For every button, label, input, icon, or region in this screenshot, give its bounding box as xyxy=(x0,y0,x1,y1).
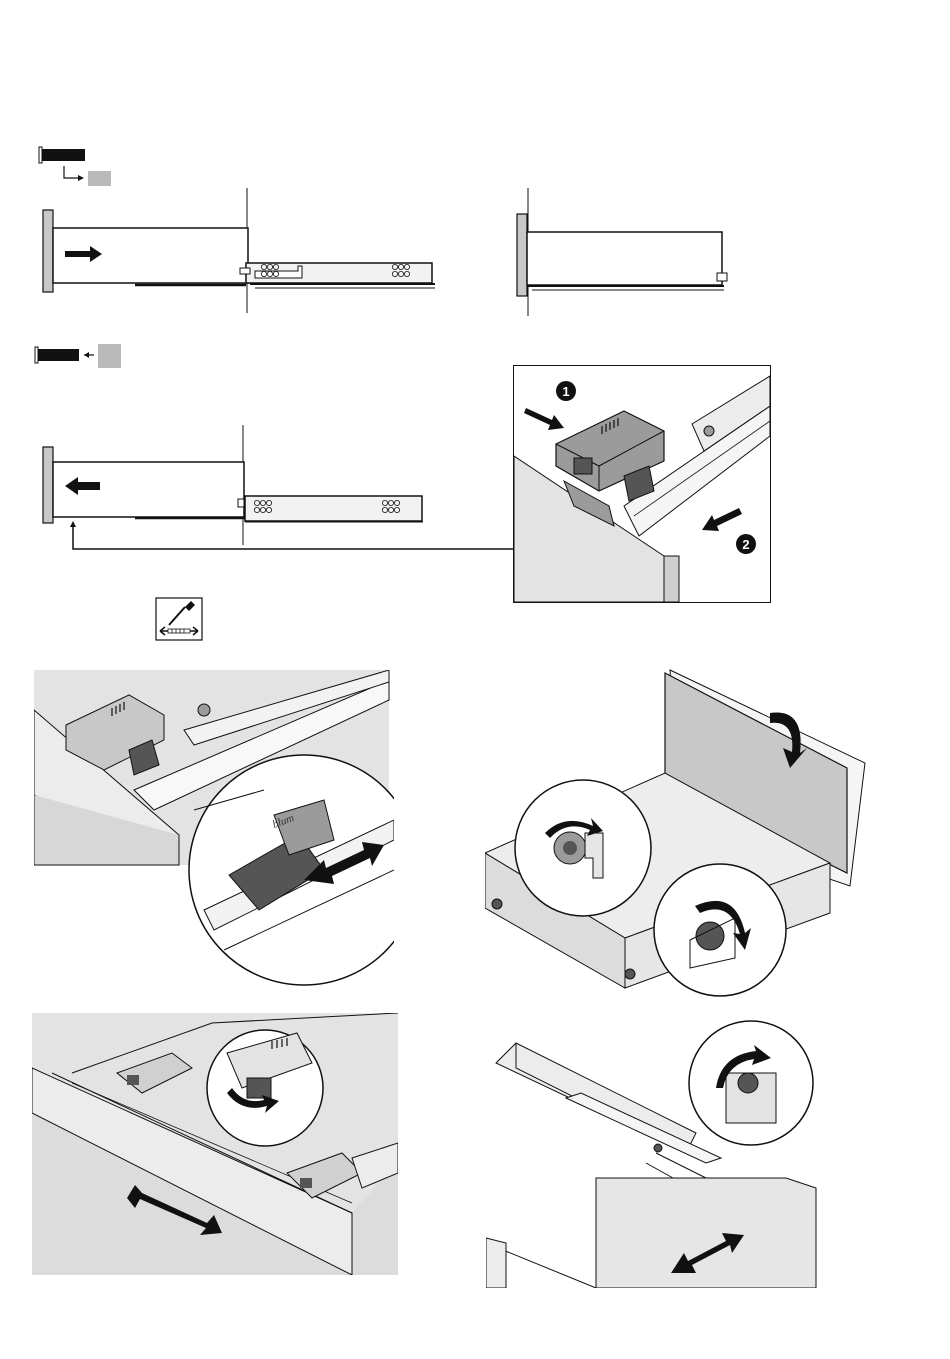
runner-lateral-adjustment-illustration xyxy=(486,1013,821,1288)
svg-text:1: 1 xyxy=(562,384,569,399)
drawer-closed-diagram xyxy=(512,188,742,318)
insert-drawer-icon xyxy=(34,343,124,369)
depth-adjustment-illustration xyxy=(32,1013,398,1275)
drawer-pull-out-diagram xyxy=(40,188,440,316)
remove-drawer-icon xyxy=(38,146,128,188)
side-adjustment-illustration: blum xyxy=(34,670,394,990)
locking-device-detail: 1 2 xyxy=(513,365,771,603)
front-tilt-illustration xyxy=(485,668,875,998)
pull-arrow-icon xyxy=(702,508,742,531)
drawer-insert-diagram xyxy=(40,425,520,575)
push-arrow-icon xyxy=(524,408,564,430)
screwdriver-adjust-icon xyxy=(155,597,203,641)
svg-text:2: 2 xyxy=(742,537,749,552)
